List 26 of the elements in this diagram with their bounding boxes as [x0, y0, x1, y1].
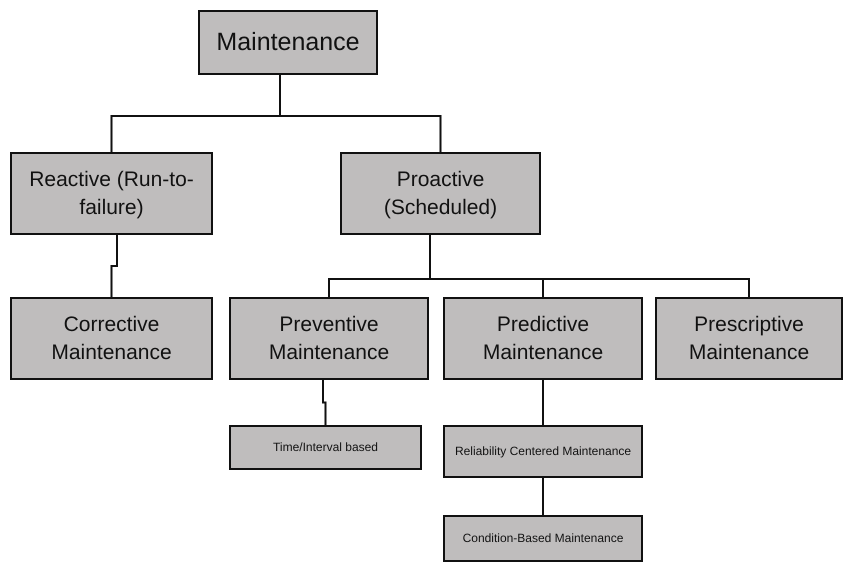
connector-line	[322, 380, 326, 425]
box-label: Time/Interval based	[273, 440, 378, 456]
box-label: Maintenance	[216, 27, 360, 58]
category-box	[340, 152, 541, 235]
box-label: Predictive Maintenance	[482, 312, 604, 366]
connector-line	[542, 478, 544, 515]
category-box	[655, 297, 843, 380]
box-label: Proactive (Scheduled)	[382, 167, 498, 220]
box-label: Condition-Based Maintenance	[462, 530, 624, 546]
category-box	[443, 297, 643, 380]
category-box	[229, 297, 429, 380]
connector-line	[279, 75, 442, 152]
box-label: Reactive (Run-to-failure)	[28, 167, 195, 220]
category-box	[10, 297, 213, 380]
category-box	[198, 10, 378, 75]
box-label: Prescriptive Maintenance	[688, 312, 810, 366]
box-label: Corrective Maintenance	[50, 312, 173, 366]
connector-line	[110, 235, 118, 297]
category-box	[443, 425, 643, 478]
box-label: Reliability Centered Maintenance	[454, 444, 632, 460]
connector-line	[429, 235, 750, 297]
connector-line	[542, 380, 544, 425]
box-label: Preventive Maintenance	[268, 312, 390, 366]
category-box	[229, 425, 422, 470]
category-box	[10, 152, 213, 235]
category-box	[443, 515, 643, 562]
